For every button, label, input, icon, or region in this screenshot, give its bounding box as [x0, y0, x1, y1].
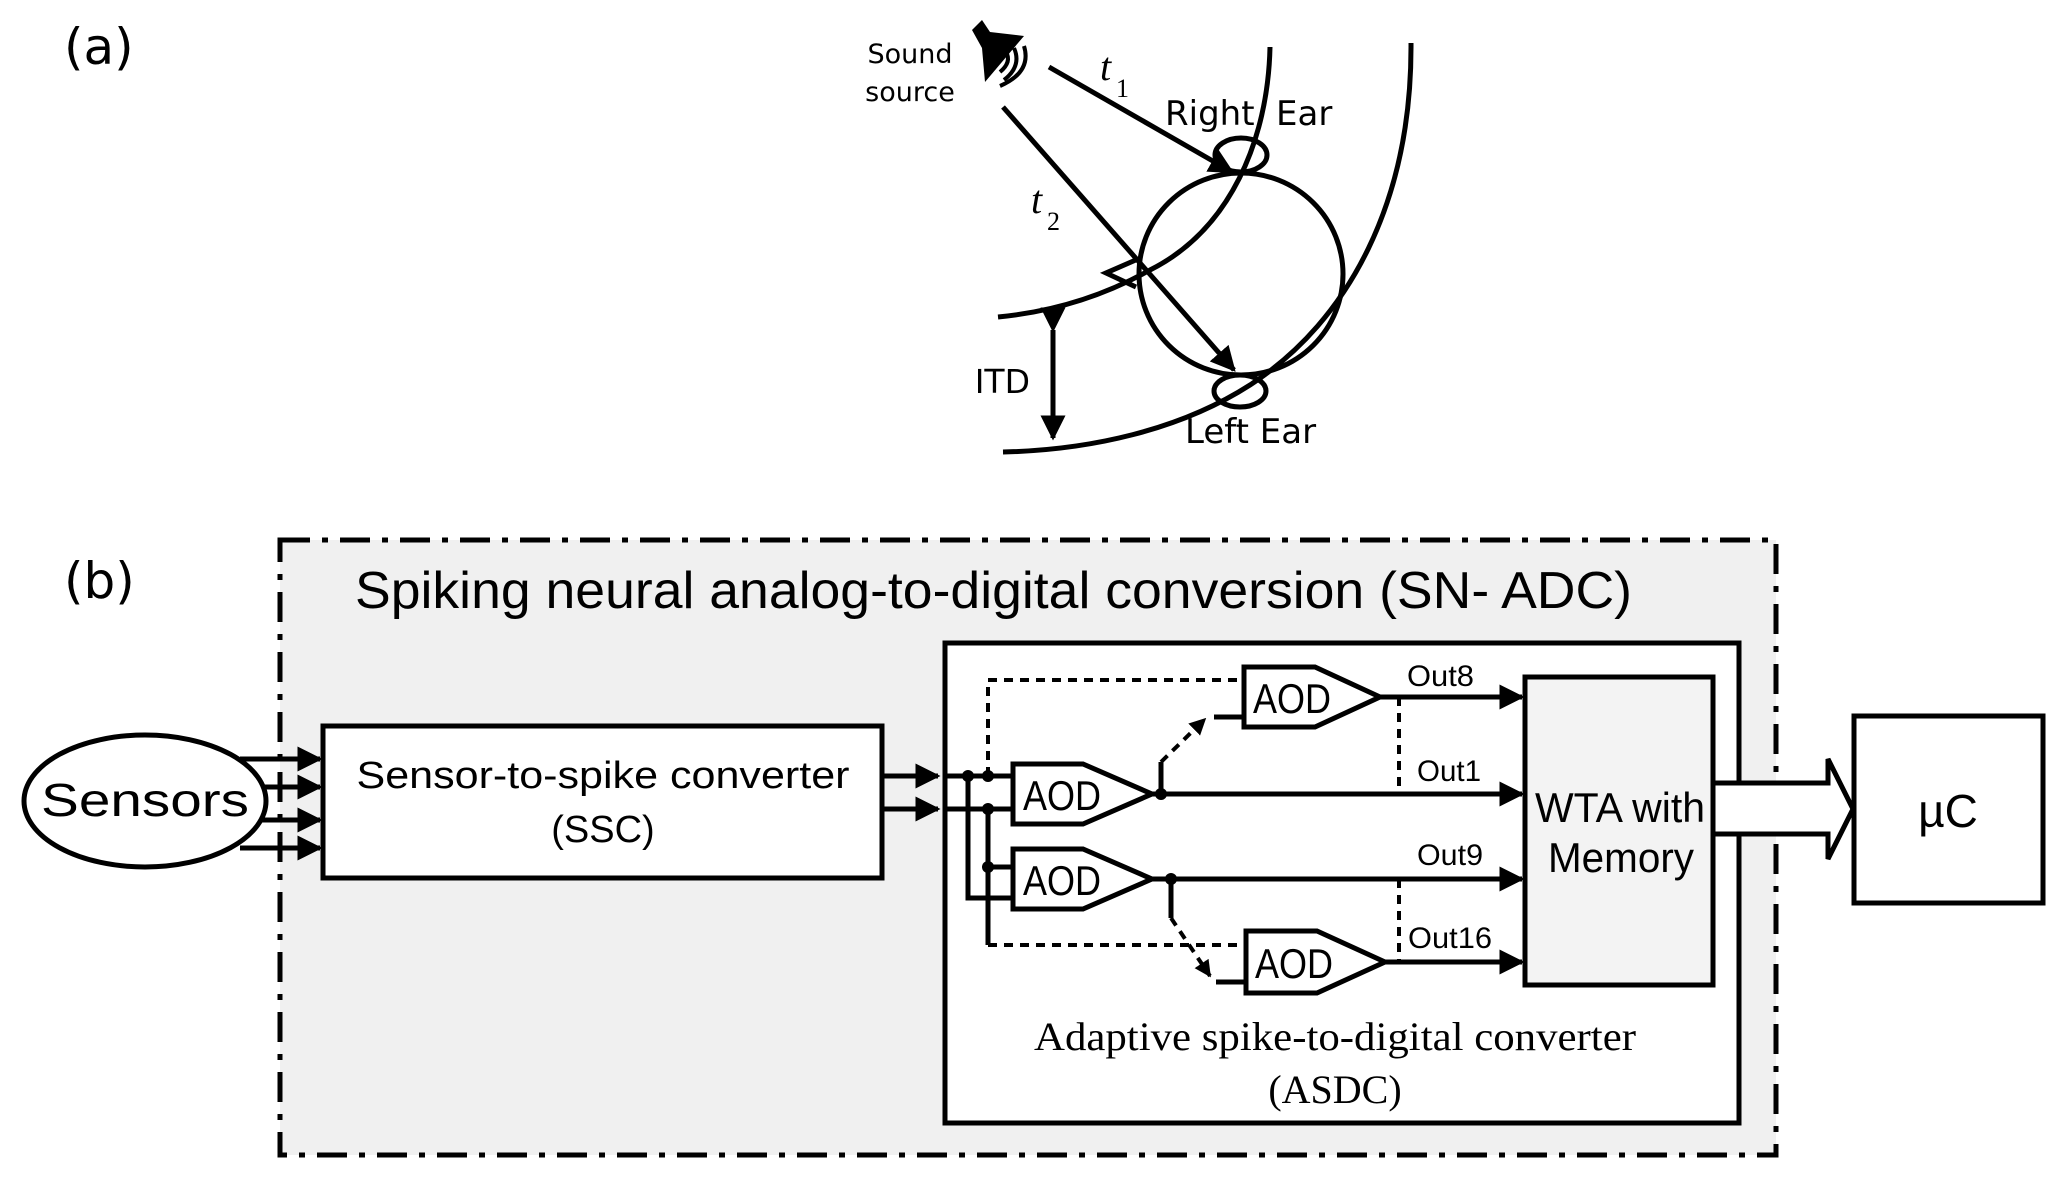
microcontroller-block: [1851, 713, 2046, 906]
t1-subscript: 1: [1116, 74, 1129, 103]
t1-arrow: [1047, 64, 1235, 175]
left-ear-label: Left Ear: [1185, 412, 1316, 452]
panel-b: (b) Spiking neural analog-to-digital con…: [21, 537, 2046, 1158]
sn-adc-title: Spiking neural analog-to-digital convers…: [355, 562, 1632, 620]
asdc-label-line1: Adaptive spike-to-digital converter: [1034, 1014, 1636, 1059]
aod-label: AOD: [1023, 772, 1101, 819]
sound-source-label-line2: source: [865, 77, 955, 108]
right-ear-label-word1: Right: [1165, 94, 1255, 134]
speaker-icon: [972, 20, 1028, 88]
ssc-label-line1: Sensor-to-spike converter: [357, 755, 850, 797]
adaptive-links: [1155, 697, 1401, 978]
sensors-node: [21, 732, 269, 870]
t2-label: t: [1031, 177, 1043, 222]
asdc-label-line2: (ASDC): [1268, 1067, 1401, 1112]
panel-a-label: (a): [64, 18, 134, 76]
head-circle: [1136, 170, 1346, 378]
aod-block-16: AOD: [1216, 928, 1392, 996]
out9-label: Out9: [1417, 839, 1483, 872]
sensor-arrows: [240, 746, 323, 861]
itd-label: ITD: [975, 362, 1030, 401]
sensors-label: Sensors: [41, 774, 249, 826]
aod-label: AOD: [1253, 675, 1331, 722]
wta-memory-block: [1522, 674, 1716, 988]
out8-label: Out8: [1407, 660, 1474, 693]
aod-block-9: AOD: [1010, 846, 1159, 912]
right-ear-label-word2: Ear: [1276, 94, 1332, 134]
sound-source-label-line1: Sound: [867, 39, 952, 70]
panel-b-label: (b): [64, 552, 135, 610]
microcontroller-label: µC: [1918, 785, 1978, 837]
input-bus: [945, 678, 1246, 947]
left-ear-loop: [1211, 372, 1269, 410]
ssc-label-line2: (SSC): [551, 809, 654, 851]
out16-label: Out16: [1408, 922, 1492, 955]
right-angle-marker: [1099, 256, 1140, 290]
bus-arrow-to-uc: [1710, 757, 1856, 861]
wta-label-line2: Memory: [1548, 834, 1694, 881]
aod-label: AOD: [1023, 857, 1101, 904]
out1-label: Out1: [1417, 755, 1481, 788]
wavefront-outer-curve: [1002, 42, 1414, 455]
ssc-block: [320, 723, 885, 881]
aod-block-8: AOD: [1214, 664, 1386, 730]
t2-subscript: 2: [1047, 207, 1060, 236]
wta-label-line1: WTA with: [1535, 784, 1705, 831]
aod-label: AOD: [1255, 940, 1333, 987]
panel-a: (a) Sound source t 1 t 2 Right E: [64, 18, 1414, 455]
aod-block-1: AOD: [1010, 761, 1159, 827]
t1-label: t: [1100, 44, 1112, 89]
t2-arrow: [1001, 105, 1236, 372]
